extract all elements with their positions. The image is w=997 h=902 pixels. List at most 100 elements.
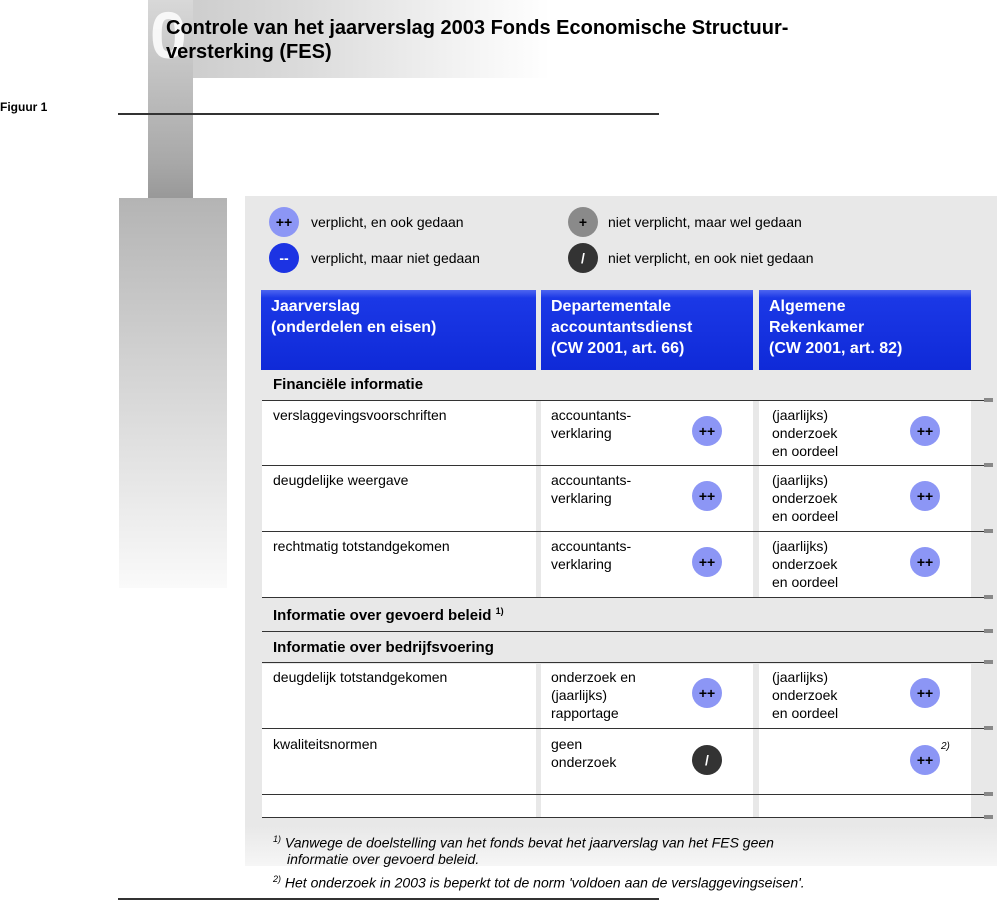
header-text: accountantsdienst bbox=[551, 319, 693, 336]
footnote-ref: 1) bbox=[495, 606, 504, 616]
row-divider bbox=[262, 728, 984, 729]
footnote-text: Vanwege de doelstelling van het fonds be… bbox=[284, 834, 774, 851]
double-plus-icon: ++ bbox=[910, 678, 940, 708]
cell-line: onderzoek bbox=[772, 425, 838, 441]
double-plus-icon: ++ bbox=[692, 416, 722, 446]
section-operations-info: Informatie over bedrijfsvoering bbox=[262, 634, 986, 664]
header-annual-report: Jaarverslag (onderdelen en eisen) bbox=[261, 290, 536, 370]
double-plus-icon: ++ bbox=[692, 481, 722, 511]
row-item-label: kwaliteitsnormen bbox=[273, 736, 378, 752]
header-text: Departementale bbox=[551, 298, 672, 315]
figure-label: Figuur 1 bbox=[0, 100, 48, 114]
legend-item-not-done-optional: / niet verplicht, en ook niet gedaan bbox=[568, 243, 813, 273]
footnote-2: 2) Het onderzoek in 2003 is beperkt tot … bbox=[273, 870, 805, 892]
plus-icon: + bbox=[568, 207, 598, 237]
double-plus-icon: ++ bbox=[692, 678, 722, 708]
cell-line: geen bbox=[551, 736, 583, 752]
section-financial-info: Financiële informatie bbox=[262, 371, 986, 401]
margin-tick bbox=[984, 595, 993, 599]
legend-item-not-done-required: -- verplicht, maar niet gedaan bbox=[269, 243, 480, 273]
row-divider bbox=[262, 597, 984, 598]
dad-cell-text: geen onderzoek bbox=[551, 735, 616, 771]
row-divider bbox=[262, 817, 984, 818]
footnote-number: 2) bbox=[273, 874, 282, 884]
cell-line: accountants- bbox=[551, 407, 632, 423]
margin-tick bbox=[984, 398, 993, 402]
cell-line: onderzoek bbox=[772, 687, 838, 703]
section-label: Informatie over gevoerd beleid bbox=[273, 607, 492, 624]
header-text: Algemene bbox=[769, 298, 846, 315]
dad-cell-text: onderzoek en (jaarlijks) rapportage bbox=[551, 668, 636, 722]
cell-line: (jaarlijks) bbox=[772, 407, 828, 423]
cell-line: onderzoek bbox=[551, 754, 617, 770]
double-plus-icon: ++ bbox=[910, 745, 940, 775]
slash-icon: / bbox=[692, 745, 722, 775]
cell-line: en oordeel bbox=[772, 443, 839, 459]
header-audit-service: Departementale accountantsdienst (CW 200… bbox=[541, 290, 753, 370]
row-item-label: deugdelijk totstandgekomen bbox=[273, 669, 448, 685]
dad-cell-text: accountants- verklaring bbox=[551, 471, 631, 507]
cell-line: onderzoek bbox=[772, 490, 838, 506]
header-court-of-audit: Algemene Rekenkamer (CW 2001, art. 82) bbox=[759, 290, 971, 370]
footnote-text: Het onderzoek in 2003 is beperkt tot de … bbox=[284, 874, 805, 891]
legend-item-done-required: ++ verplicht, en ook gedaan bbox=[269, 207, 464, 237]
margin-tick bbox=[984, 660, 993, 664]
slash-icon: / bbox=[568, 243, 598, 273]
dad-cell-text: accountants- verklaring bbox=[551, 537, 631, 573]
page-title: Controle van het jaarverslag 2003 Fonds … bbox=[166, 16, 886, 64]
row-divider bbox=[262, 662, 984, 663]
header-text: (CW 2001, art. 82) bbox=[769, 340, 903, 357]
cell-line: accountants- bbox=[551, 472, 632, 488]
cell-line: en oordeel bbox=[772, 574, 839, 590]
legend-label: niet verplicht, maar wel gedaan bbox=[608, 214, 802, 230]
cell-line: en oordeel bbox=[772, 705, 839, 721]
cell-line: onderzoek bbox=[772, 556, 838, 572]
cell-line: en oordeel bbox=[772, 508, 839, 524]
title-gradient-band bbox=[148, 0, 550, 78]
margin-tick bbox=[984, 726, 993, 730]
header-text: (onderdelen en eisen) bbox=[271, 319, 437, 336]
margin-tick bbox=[984, 792, 993, 796]
ar-cell-text: (jaarlijks) onderzoek en oordeel bbox=[772, 537, 838, 591]
margin-tick bbox=[984, 629, 993, 633]
double-plus-icon: ++ bbox=[692, 547, 722, 577]
header-text: (CW 2001, art. 66) bbox=[551, 340, 685, 357]
footnote-number: 1) bbox=[273, 834, 282, 844]
row-divider bbox=[262, 794, 984, 795]
margin-tick bbox=[984, 463, 993, 467]
column-background bbox=[262, 400, 536, 598]
double-plus-icon: ++ bbox=[910, 547, 940, 577]
title-line-2: versterking (FES) bbox=[166, 41, 332, 63]
double-plus-icon: ++ bbox=[910, 416, 940, 446]
ar-cell-text: (jaarlijks) onderzoek en oordeel bbox=[772, 471, 838, 525]
legend-label: verplicht, en ook gedaan bbox=[311, 214, 464, 230]
legend-item-done-optional: + niet verplicht, maar wel gedaan bbox=[568, 207, 802, 237]
cell-line: verklaring bbox=[551, 425, 612, 441]
double-plus-icon: ++ bbox=[269, 207, 299, 237]
header-text: Jaarverslag bbox=[271, 298, 360, 315]
footnote-ref: 2) bbox=[941, 741, 950, 752]
cell-line: (jaarlijks) bbox=[551, 687, 607, 703]
ar-cell-text: (jaarlijks) onderzoek en oordeel bbox=[772, 668, 838, 722]
cell-line: rapportage bbox=[551, 705, 619, 721]
column-background bbox=[262, 663, 536, 817]
row-divider bbox=[262, 465, 984, 466]
cell-line: (jaarlijks) bbox=[772, 538, 828, 554]
cell-line: verklaring bbox=[551, 556, 612, 572]
footnote-1-continued: informatie over gevoerd beleid. bbox=[287, 851, 480, 867]
row-divider bbox=[262, 631, 984, 632]
ar-cell-text: (jaarlijks) onderzoek en oordeel bbox=[772, 406, 838, 460]
left-gradient-block bbox=[119, 198, 227, 588]
chapter-mark: 0 bbox=[150, 0, 187, 72]
dad-cell-text: accountants- verklaring bbox=[551, 406, 631, 442]
margin-tick bbox=[984, 815, 993, 819]
top-rule bbox=[118, 113, 659, 115]
double-minus-icon: -- bbox=[269, 243, 299, 273]
footnote-1: 1) Vanwege de doelstelling van het fonds… bbox=[273, 830, 774, 852]
row-divider bbox=[262, 400, 984, 401]
bottom-rule bbox=[118, 898, 659, 900]
cell-line: verklaring bbox=[551, 490, 612, 506]
cell-line: (jaarlijks) bbox=[772, 472, 828, 488]
cell-line: onderzoek en bbox=[551, 669, 636, 685]
cell-line: (jaarlijks) bbox=[772, 669, 828, 685]
